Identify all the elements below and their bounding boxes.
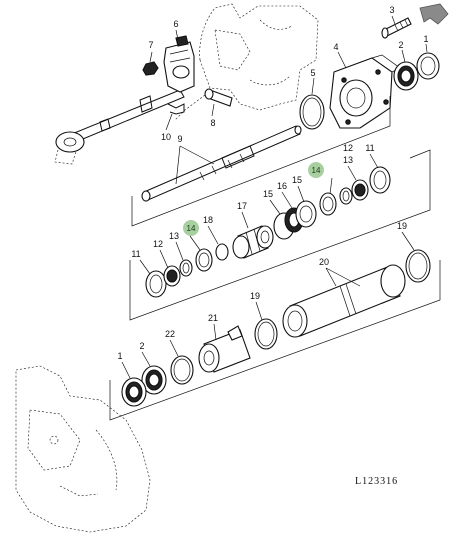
part-7-nut bbox=[142, 61, 159, 76]
part-1-ring-top bbox=[416, 52, 440, 80]
callout-labels: 6 7 3 4 5 2 1 8 10 9 11 12 13 14 18 17 1… bbox=[117, 5, 428, 361]
leader-lines bbox=[121, 15, 428, 379]
highlight-markers bbox=[183, 162, 324, 236]
callout-14-right: 14 bbox=[312, 166, 321, 175]
seal-panel bbox=[129, 149, 431, 321]
callout-1-top: 1 bbox=[423, 34, 428, 44]
callout-6: 6 bbox=[173, 19, 178, 29]
callout-15-left: 15 bbox=[263, 189, 273, 199]
callout-13-left: 13 bbox=[169, 231, 179, 241]
callout-5: 5 bbox=[310, 68, 315, 78]
callout-2-top: 2 bbox=[398, 40, 403, 50]
callout-14-left: 14 bbox=[187, 224, 196, 233]
part-6-bracket bbox=[163, 35, 195, 93]
callout-22: 22 bbox=[165, 329, 175, 339]
callout-12-left: 12 bbox=[153, 239, 163, 249]
part-3-bolt bbox=[381, 17, 412, 39]
callout-15-right: 15 bbox=[292, 175, 302, 185]
callout-19-left: 19 bbox=[250, 291, 260, 301]
callout-13-right: 13 bbox=[343, 155, 353, 165]
part-5-o-ring bbox=[299, 94, 325, 130]
callout-17: 17 bbox=[237, 201, 247, 211]
highlight-marker-14-lower bbox=[183, 220, 199, 236]
upper-housing-outline bbox=[174, 3, 319, 121]
shaft-panel bbox=[131, 96, 391, 227]
callout-16: 16 bbox=[277, 181, 287, 191]
callout-11-right: 11 bbox=[365, 143, 374, 153]
cylinder-panel bbox=[109, 249, 441, 421]
callout-3: 3 bbox=[389, 5, 394, 15]
figure-reference-code: L123316 bbox=[355, 476, 398, 487]
callout-18: 18 bbox=[203, 215, 213, 225]
callout-7: 7 bbox=[148, 40, 153, 50]
callout-4: 4 bbox=[333, 42, 338, 52]
callout-8: 8 bbox=[210, 118, 215, 128]
callout-2-bottom: 2 bbox=[139, 341, 144, 351]
callout-21: 21 bbox=[208, 313, 218, 323]
callout-10: 10 bbox=[161, 132, 171, 142]
callout-9: 9 bbox=[177, 134, 182, 144]
callout-20: 20 bbox=[319, 257, 329, 267]
lower-housing-outline bbox=[15, 365, 151, 533]
part-10-clip bbox=[167, 103, 185, 115]
part-8-bolt bbox=[204, 88, 233, 107]
direction-arrow-icon bbox=[419, 3, 449, 25]
tie-rod-assembly bbox=[54, 89, 185, 165]
callout-19-right: 19 bbox=[397, 221, 407, 231]
callout-11-left: 11 bbox=[131, 249, 140, 259]
callout-12-right: 12 bbox=[343, 143, 353, 153]
part-2-seal-top bbox=[393, 61, 419, 91]
part-4-housing bbox=[329, 54, 401, 129]
callout-1-bottom: 1 bbox=[117, 351, 122, 361]
highlight-marker-14-upper bbox=[308, 162, 324, 178]
